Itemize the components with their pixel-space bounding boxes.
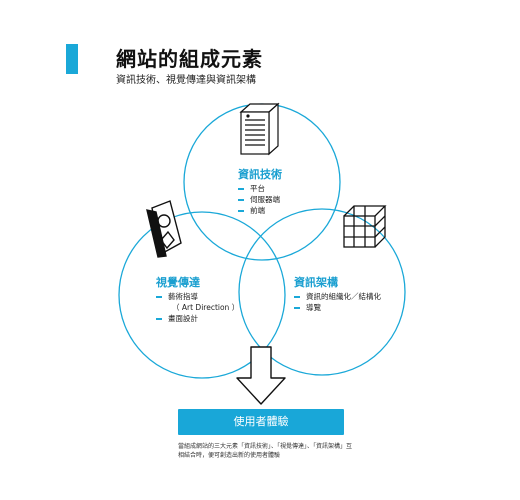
list-item-label: 資訊的組織化／結構化 (306, 292, 381, 301)
wire-cube-icon (343, 205, 387, 248)
list-item: 資訊的組織化／結構化 (294, 291, 381, 302)
list-item: 前端 (238, 205, 280, 216)
diagram-caption: 當組成網站的三大元素「資訊技術」、「視覺傳達」、「資訊架構」互相結合時，便可創造… (178, 443, 353, 459)
list-item: 藝術指導 (156, 291, 239, 302)
bullet-dash (238, 209, 244, 212)
bullet-dash (238, 198, 244, 201)
list-item-label: 前端 (250, 206, 265, 215)
bullet-dash (156, 295, 162, 298)
list-item-label: 伺服器端 (250, 195, 280, 204)
bullet-dash (294, 295, 300, 298)
list-item: 平台 (238, 183, 280, 194)
page-title: 網站的組成元素 (116, 47, 263, 71)
label-information-technology: 資訊技術 (238, 168, 282, 181)
list-item: （ Art Direction ） (156, 302, 239, 313)
down-arrow-icon (236, 346, 286, 405)
circle-information-architecture (238, 208, 406, 376)
list-item-label: 平台 (250, 184, 265, 193)
bullet-dash (238, 187, 244, 190)
list-information-technology: 平台 伺服器端 前端 (238, 183, 280, 216)
circle-visual-communication (118, 211, 286, 379)
bullet-dash (156, 317, 162, 320)
list-visual-communication: 藝術指導 （ Art Direction ） 畫面設計 (156, 291, 239, 324)
bullet-dash (294, 306, 300, 309)
list-item: 伺服器端 (238, 194, 280, 205)
list-item: 導覽 (294, 302, 381, 313)
list-item-label: 畫面設計 (168, 314, 198, 323)
page-subtitle: 資訊技術、視覺傳達與資訊架構 (116, 75, 256, 86)
server-icon (239, 102, 280, 156)
list-item: 畫面設計 (156, 313, 239, 324)
list-item-label: 藝術指導 (168, 292, 198, 301)
shapes-card-icon (146, 200, 182, 258)
accent-bar (66, 44, 78, 74)
label-visual-communication: 視覺傳達 (156, 276, 200, 289)
list-information-architecture: 資訊的組織化／結構化 導覽 (294, 291, 381, 313)
list-item-label: （ Art Direction ） (172, 303, 240, 312)
user-experience-box: 使用者體驗 (178, 409, 344, 435)
list-item-label: 導覽 (306, 303, 321, 312)
label-information-architecture: 資訊架構 (294, 276, 338, 289)
